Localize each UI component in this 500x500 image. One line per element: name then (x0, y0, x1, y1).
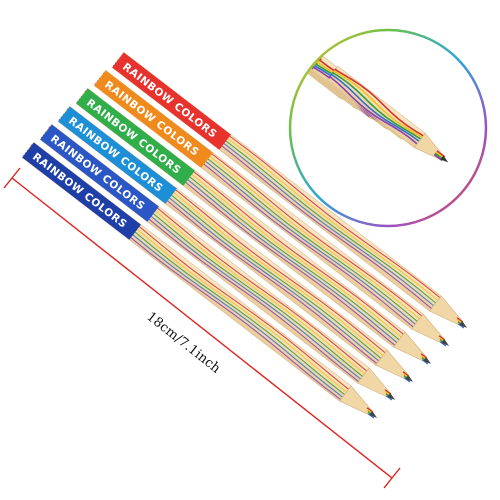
pencil-label-band (76, 88, 195, 186)
measurement-line (11, 177, 393, 479)
pencil-label-band (94, 70, 213, 168)
inset-pencil-tip (326, 65, 449, 163)
pencil-label-band (22, 142, 141, 240)
inset-rainbow-border (288, 28, 488, 228)
measurement-end-cap-top (3, 167, 21, 189)
pencil-label-band (112, 52, 231, 150)
pencil-label-band (40, 124, 159, 222)
measurement-label: 18cm/7.1inch (144, 309, 224, 377)
measurement-end-cap-bottom (383, 467, 401, 489)
pencil-label-band (58, 106, 177, 204)
